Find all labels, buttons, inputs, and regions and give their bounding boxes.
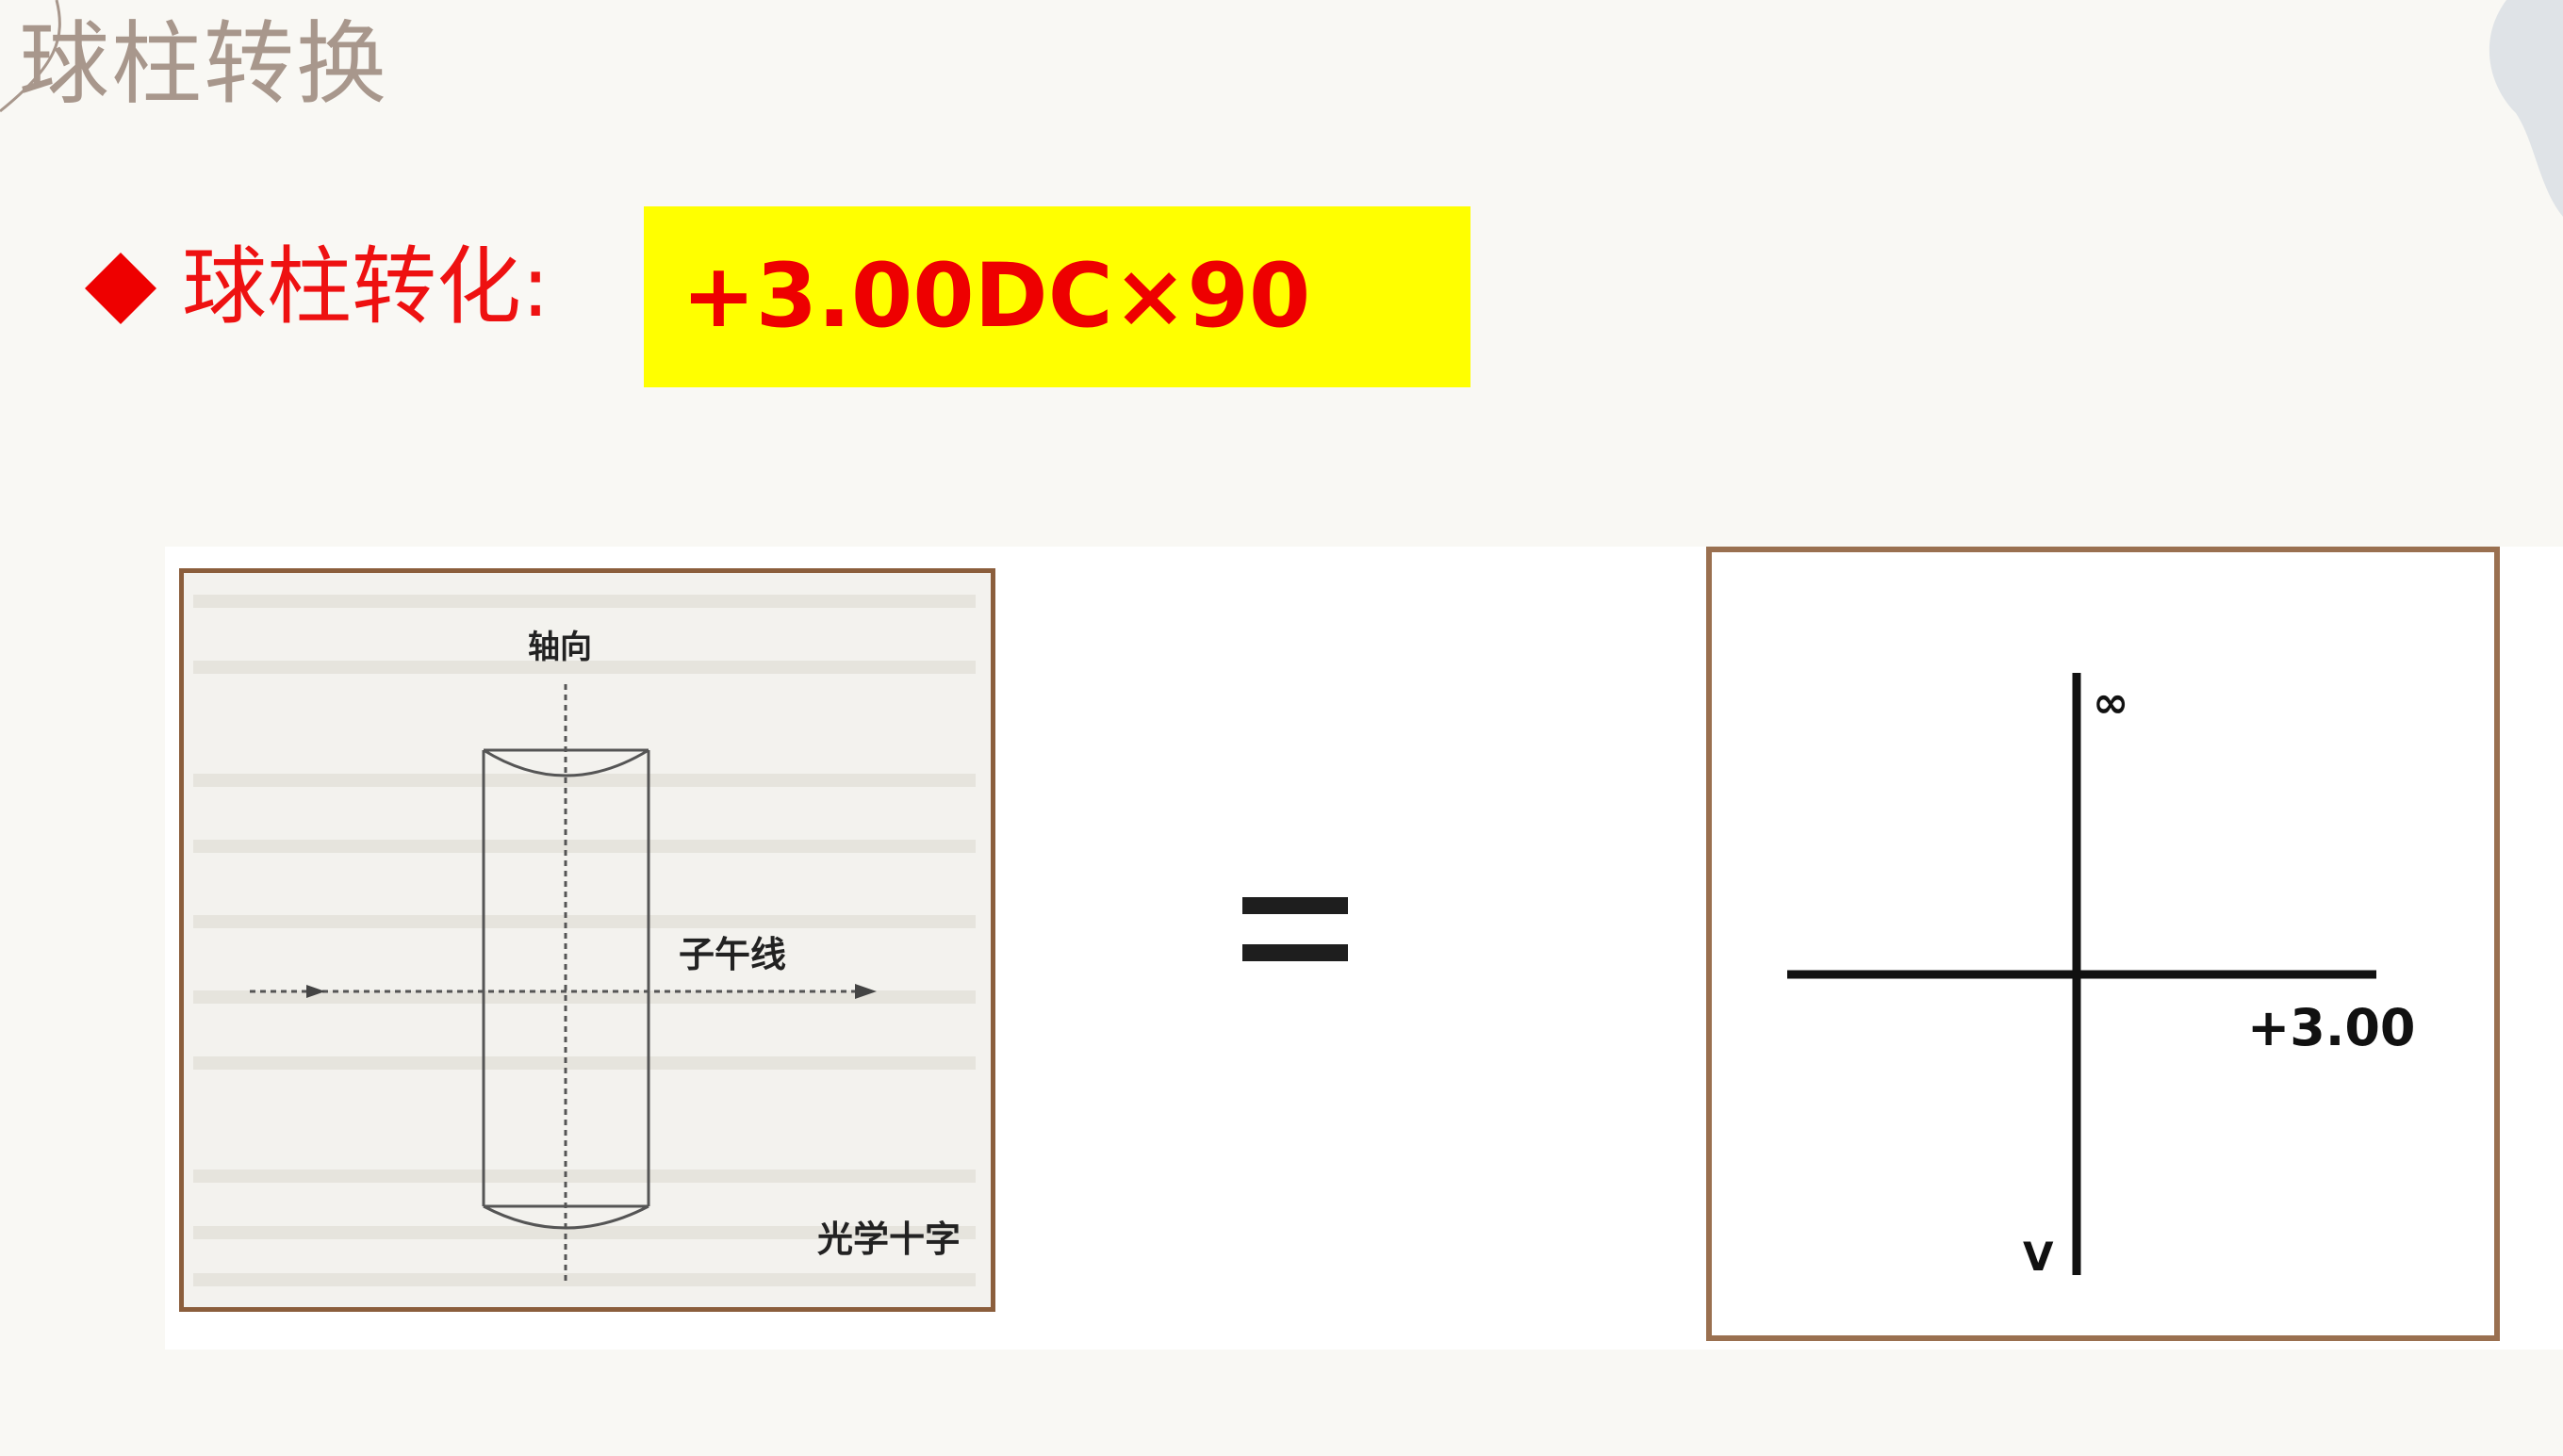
diamond-bullet-icon (85, 253, 156, 324)
formula-highlight-box: +3.00DC×90 (644, 206, 1470, 387)
v-mark: V (2023, 1234, 2054, 1280)
axis-label: 轴向 (528, 629, 592, 666)
cylinder-lens-diagram: 轴向 子午线 光学十字 (179, 568, 995, 1312)
meridian-line (250, 984, 877, 999)
formula-text: +3.00DC×90 (682, 245, 1311, 348)
cylinder-lens-svg: 轴向 子午线 光学十字 (193, 595, 976, 1286)
corner-decoration (2489, 0, 2563, 217)
power-cross-diagram: ∞ +3.00 V (1706, 547, 2500, 1341)
infinity-mark: ∞ (2093, 677, 2128, 728)
bullet-label: 球柱转化: (182, 237, 550, 336)
power-value-label: +3.00 (2247, 998, 2415, 1057)
title-stroke-decoration (0, 0, 61, 113)
equals-sign (1242, 892, 1348, 967)
power-cross-svg: ∞ +3.00 V (1787, 673, 2415, 1280)
meridian-label: 子午线 (679, 933, 786, 975)
slide-title: 球柱转换 (19, 11, 388, 117)
optical-cross-caption: 光学十字 (817, 1218, 961, 1260)
